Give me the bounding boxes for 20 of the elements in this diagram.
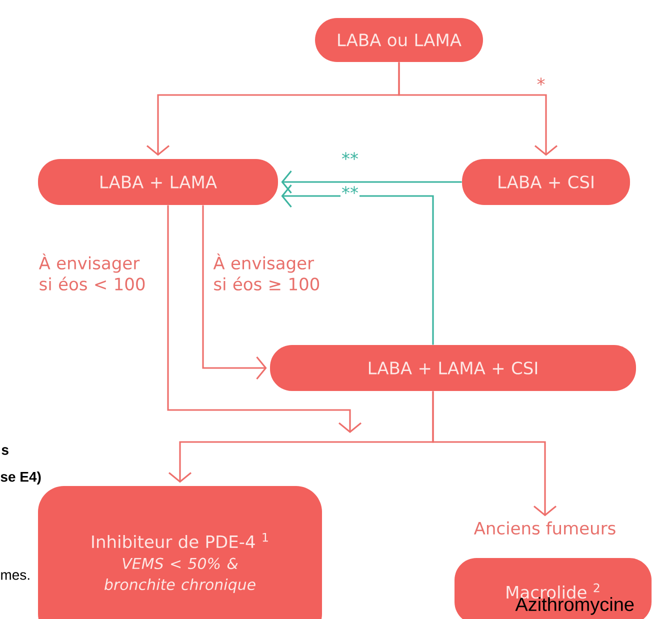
arrow: [281, 184, 434, 345]
treatment-box: LABA + LAMA: [38, 159, 278, 205]
edge-label: À envisager si éos ≥ 100: [212, 252, 332, 292]
treatment-box: LABA ou LAMA: [315, 18, 483, 62]
group-label: Anciens fumeurs: [474, 521, 616, 535]
edge-label: **: [340, 185, 360, 200]
arrow: [432, 391, 557, 516]
edge-label: À envisager si éos < 100: [38, 252, 158, 292]
treatment-box: LABA + CSI: [462, 159, 630, 205]
edge-label: *: [536, 76, 546, 92]
treatment-box: Inhibiteur de PDE-4 $^{1}$ VEMS < 50% & bronchite chronique: [38, 486, 322, 619]
arrow: [281, 170, 462, 194]
arrow: [202, 205, 267, 380]
note-text: se E4): [0, 471, 41, 485]
arrow: [167, 205, 362, 433]
edge-label: **: [340, 151, 360, 166]
treatment-box: LABA + LAMA + CSI: [270, 345, 636, 391]
note-text: Azithromycine: [515, 597, 634, 615]
arrow: [398, 62, 558, 156]
note-text: s: [2, 447, 8, 455]
